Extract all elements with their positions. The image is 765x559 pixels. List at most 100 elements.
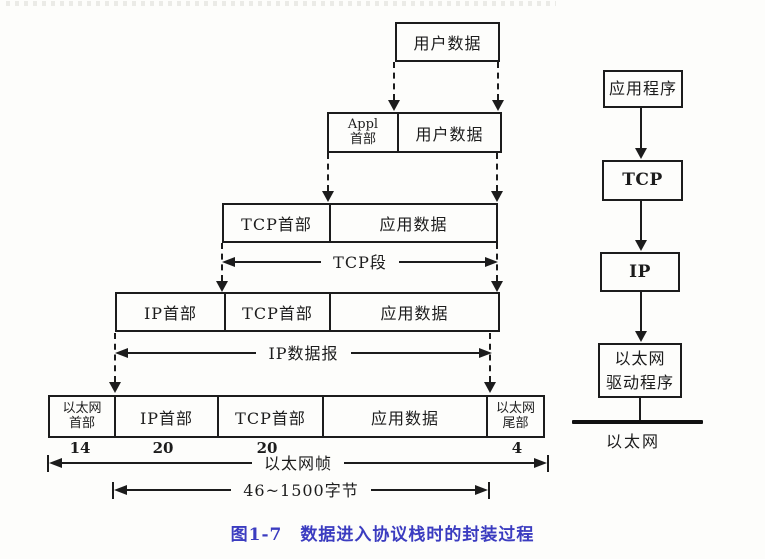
arrow-line: [640, 201, 642, 240]
arrowhead-left-icon: [222, 257, 235, 267]
tcp-segment-label: TCP段: [333, 253, 387, 272]
dashed-line: [497, 62, 499, 100]
dashed-line: [489, 333, 491, 382]
dashed-line: [496, 153, 498, 191]
arrowhead-left-icon: [49, 458, 62, 468]
dashed-down-arrow: [491, 243, 503, 292]
appl-header-line2: 首部: [349, 131, 376, 147]
application-label: 应用程序: [608, 79, 677, 99]
payload-range-span-arrow: 46~1500字节: [112, 481, 490, 500]
arrowhead-right-icon: [475, 485, 488, 495]
arrow-line: [370, 489, 475, 491]
arrow-line: [640, 108, 642, 148]
tcp-segment-span-arrow: TCP段: [222, 253, 498, 272]
app-data-cell: 应用数据: [329, 205, 496, 241]
ethernet-header-line2: 首部: [68, 415, 95, 431]
tcp-header-cell: TCP首部: [217, 397, 322, 436]
figure-caption: 图1-7 数据进入协议栈时的封装过程: [0, 520, 765, 545]
arrow-line: [398, 261, 485, 263]
ethernet-trailer-line1: 以太网: [495, 400, 535, 416]
ethernet-driver-box: 以太网 驱动程序: [598, 343, 682, 398]
ethernet-header-bytes: 14: [69, 439, 91, 457]
ip-box: IP: [600, 252, 680, 292]
payload-range-label: 46~1500字节: [243, 481, 359, 500]
arrow-line: [344, 462, 535, 464]
arrow-line: [127, 489, 232, 491]
ip-header-cell: IP首部: [114, 397, 217, 436]
user-data-cell: 用户数据: [397, 114, 500, 151]
ethernet-bus-line: [572, 420, 703, 424]
ip-datagram-span-arrow: IP数据报: [115, 344, 492, 363]
arrowhead-down-icon: [635, 148, 647, 159]
arrowhead-down-icon: [635, 331, 647, 342]
arrow-end-tick: [547, 454, 550, 472]
app-data-cell: 应用数据: [322, 397, 486, 436]
ethernet-frame-label: 以太网帧: [264, 454, 333, 473]
ip-datagram-label: IP数据报: [268, 344, 339, 363]
dashed-down-arrow: [491, 153, 503, 202]
row4-ip-datagram-box: IP首部 TCP首部 应用数据: [115, 292, 500, 332]
ethernet-header-cell: 以太网 首部: [50, 397, 114, 436]
tcp-header-cell: TCP首部: [224, 294, 329, 330]
dashed-line: [114, 333, 116, 382]
ethernet-driver-line2: 驱动程序: [605, 372, 674, 392]
arrow-line: [350, 352, 479, 354]
ethernet-trailer-line2: 尾部: [502, 415, 529, 431]
arrowhead-down-icon: [388, 100, 400, 111]
ip-label: IP: [629, 261, 651, 282]
ip-header-bytes: 20: [152, 439, 174, 457]
tcp-label: TCP: [622, 170, 663, 191]
appl-header-cell: Appl 首部: [329, 114, 397, 151]
dashed-line: [327, 153, 329, 191]
app-data-cell: 应用数据: [329, 294, 498, 330]
arrowhead-down-icon: [322, 191, 334, 202]
arrowhead-down-icon: [491, 281, 503, 292]
arrow-line: [62, 462, 252, 464]
dashed-down-arrow: [216, 243, 228, 292]
dashed-down-arrow: [492, 62, 504, 111]
page-top-scan-artifact: [6, 1, 556, 6]
user-data-cell: 用户数据: [413, 34, 482, 53]
ethernet-driver-line1: 以太网: [614, 349, 666, 369]
ethernet-frame-span-arrow: 以太网帧: [47, 454, 550, 473]
dashed-line: [496, 243, 498, 281]
arrowhead-right-icon: [534, 458, 548, 468]
arrowhead-down-icon: [491, 191, 503, 202]
arrow-line: [640, 292, 642, 331]
row2-application-message-box: Appl 首部 用户数据: [327, 112, 502, 153]
arrowhead-right-icon: [479, 348, 492, 358]
arrow-end-tick: [112, 481, 114, 499]
row3-tcp-segment-box: TCP首部 应用数据: [222, 203, 498, 243]
arrowhead-down-icon: [216, 281, 228, 292]
ethernet-header-line1: 以太网: [62, 400, 102, 416]
dashed-down-arrow: [109, 333, 121, 393]
dashed-line: [221, 243, 223, 281]
arrowhead-left-icon: [114, 485, 127, 495]
appl-header-line1: Appl: [347, 116, 379, 132]
arrowhead-right-icon: [485, 257, 498, 267]
dashed-down-arrow: [322, 153, 334, 202]
figure-number: 图1-7: [230, 525, 283, 545]
arrow-end-tick: [488, 481, 490, 499]
dashed-line: [393, 62, 395, 100]
tcp-header-cell: TCP首部: [241, 215, 312, 234]
arrow-line: [235, 261, 322, 263]
arrowhead-left-icon: [115, 348, 128, 358]
stack-down-arrow: [635, 292, 647, 342]
application-box: 应用程序: [603, 70, 683, 108]
row1-user-data-box: 用户数据: [395, 22, 500, 62]
ip-header-cell: IP首部: [143, 304, 198, 323]
stack-down-arrow: [635, 108, 647, 159]
arrowhead-down-icon: [492, 100, 504, 111]
stack-down-arrow: [635, 201, 647, 251]
ethernet-trailer-bytes: 4: [511, 439, 523, 457]
arrow-end-tick: [47, 454, 49, 472]
ethernet-trailer-cell: 以太网 尾部: [486, 397, 543, 436]
figure-title: 数据进入协议栈时的封装过程: [300, 525, 535, 545]
tcp-header-bytes: 20: [256, 439, 278, 457]
dashed-down-arrow: [484, 333, 496, 393]
row5-ethernet-frame-box: 以太网 首部 IP首部 TCP首部 应用数据 以太网 尾部: [48, 395, 545, 438]
ethernet-label: 以太网: [605, 432, 661, 451]
arrowhead-down-icon: [484, 382, 496, 393]
